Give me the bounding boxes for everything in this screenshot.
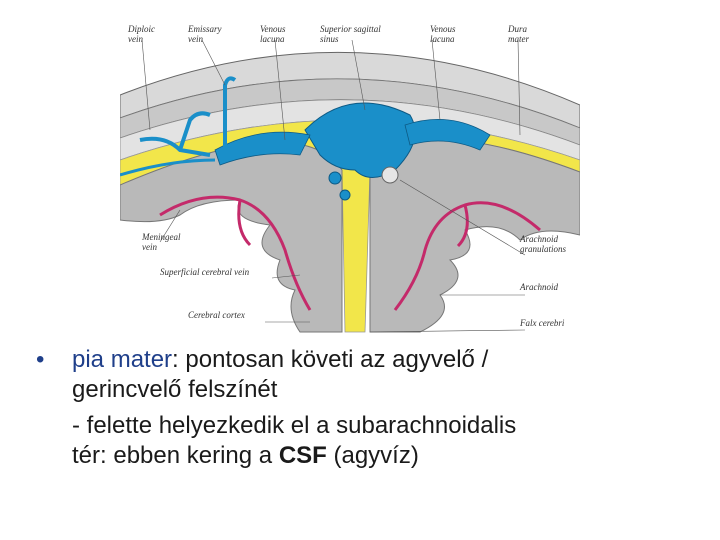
label-superficial-cerebral-vein: Superficial cerebral vein xyxy=(160,267,250,277)
csf-abbrev: CSF xyxy=(278,442,327,469)
csf-blob-1 xyxy=(328,171,342,185)
label-arachnoid: Arachnoid xyxy=(519,282,558,292)
line4-pre: tér: ebben kering a xyxy=(72,442,279,469)
line2-text: gerincvelő felszínét xyxy=(72,376,278,403)
line4-post: (agyvíz) xyxy=(326,442,419,469)
label-falx-cerebri: Falx cerebri xyxy=(519,318,565,328)
meningeal-vein xyxy=(120,158,216,177)
line1-rest: : pontosan követi az agyvelő / xyxy=(172,346,489,373)
diploic-vein xyxy=(139,111,211,157)
superficial-cerebral-vein-right xyxy=(393,201,541,311)
arachnoid-granulation xyxy=(381,166,399,184)
venous-lacuna-right xyxy=(404,119,491,151)
line3-text: - felette helyezkedik el a subarachnoida… xyxy=(72,412,517,439)
sub-line-4: tér: ebben kering a CSF (agyvíz) xyxy=(36,441,696,471)
superficial-cerebral-vein-left xyxy=(159,195,312,311)
sub-line-3: - felette helyezkedik el a subarachnoida… xyxy=(36,411,696,441)
bullet-marker: • xyxy=(36,346,45,373)
bullet-text-block: • pia mater: pontosan követi az agyvelő … xyxy=(36,345,696,471)
superior-sagittal-sinus xyxy=(304,102,416,178)
label-cerebral-cortex: Cerebral cortex xyxy=(188,310,245,320)
bullet-line-1: • pia mater: pontosan követi az agyvelő … xyxy=(36,345,696,375)
term-pia-mater: pia mater xyxy=(72,346,173,373)
venous-lacuna-left xyxy=(214,131,311,166)
csf-blob-2 xyxy=(339,189,351,201)
bullet-line-2: gerincvelő felszínét xyxy=(36,375,696,405)
